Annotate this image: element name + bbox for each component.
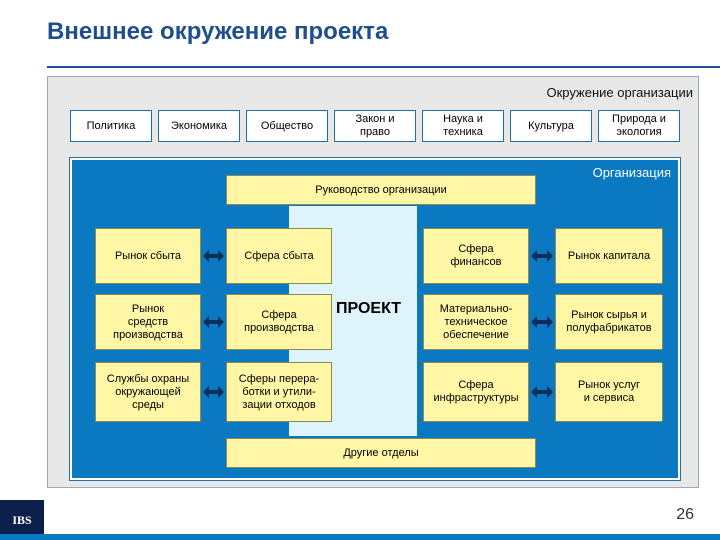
- arrow-left-row2: [203, 316, 224, 328]
- organization-label: Организация: [592, 165, 671, 180]
- environment-label: Окружение организации: [546, 85, 694, 100]
- env-factor-economy: Экономика: [158, 110, 240, 142]
- env-factor-law: Закон и право: [334, 110, 416, 142]
- finance-sphere-box: Сфера финансов: [423, 228, 529, 284]
- services-market-box: Рынок услуг и сервиса: [555, 362, 663, 422]
- footer-bar: [0, 534, 720, 540]
- sales-sphere-box: Сфера сбыта: [226, 228, 332, 284]
- raw-materials-market-box: Рынок сырья и полуфабрикатов: [555, 294, 663, 350]
- environmental-services-box: Службы охраны окружающей среды: [95, 362, 201, 422]
- env-factor-science: Наука и техника: [422, 110, 504, 142]
- arrow-right-row1: [531, 250, 553, 262]
- project-label: ПРОЕКТ: [336, 300, 402, 317]
- page-number: 26: [676, 506, 694, 523]
- other-departments-box: Другие отделы: [226, 438, 536, 468]
- company-logo: IBS: [0, 500, 44, 540]
- waste-processing-box: Сферы перера- ботки и утили- зации отход…: [226, 362, 332, 422]
- arrow-left-row3: [203, 386, 224, 398]
- sales-market-box: Рынок сбыта: [95, 228, 201, 284]
- management-box: Руководство организации: [226, 175, 536, 205]
- arrow-right-row3: [531, 386, 553, 398]
- production-sphere-box: Сфера производства: [226, 294, 332, 350]
- env-factor-society: Общество: [246, 110, 328, 142]
- infrastructure-sphere-box: Сфера инфраструктуры: [423, 362, 529, 422]
- arrow-right-row2: [531, 316, 553, 328]
- env-factor-nature: Природа и экология: [598, 110, 680, 142]
- logistics-box: Материально- техническое обеспечение: [423, 294, 529, 350]
- arrow-left-row1: [203, 250, 224, 262]
- capital-market-box: Рынок капитала: [555, 228, 663, 284]
- slide-title: Внешнее окружение проекта: [47, 18, 389, 45]
- means-of-production-market-box: Рынок средств производства: [95, 294, 201, 350]
- env-factor-politics: Политика: [70, 110, 152, 142]
- title-divider: [47, 66, 720, 68]
- env-factor-culture: Культура: [510, 110, 592, 142]
